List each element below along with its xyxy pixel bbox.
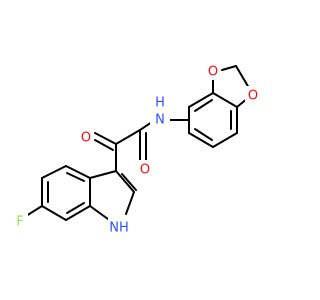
bond-inner xyxy=(194,128,213,141)
fluorine-label: F xyxy=(16,215,23,230)
bond xyxy=(121,173,137,191)
indole-nh-label: NH xyxy=(109,221,129,236)
bond xyxy=(65,205,91,221)
bond xyxy=(115,170,135,193)
bond-inner xyxy=(66,202,85,214)
bond xyxy=(41,165,67,179)
background xyxy=(0,0,300,300)
amide-o-label: O xyxy=(140,163,150,178)
bond xyxy=(188,92,214,108)
bond xyxy=(235,65,250,89)
bond xyxy=(212,132,238,148)
bond xyxy=(221,65,237,71)
atom-labels: N H O O O O F NH xyxy=(12,62,261,236)
dioxole-o-right-label: O xyxy=(248,89,258,104)
bond xyxy=(65,165,91,179)
bonds xyxy=(25,65,250,223)
amide-n-label: N xyxy=(155,113,165,128)
bond-inner xyxy=(66,172,85,182)
ketone-o-label: O xyxy=(81,131,91,146)
dioxole-o-top-label: O xyxy=(208,65,218,80)
bond xyxy=(94,139,114,151)
bond xyxy=(212,92,238,108)
bond xyxy=(188,132,214,148)
bond xyxy=(25,205,43,217)
bond xyxy=(94,132,117,145)
bond xyxy=(41,205,67,221)
bond-inner xyxy=(194,99,213,112)
molecule-structure: N H O O O O F NH xyxy=(0,0,300,300)
bond xyxy=(89,170,117,179)
bond xyxy=(115,129,141,145)
amide-h-label: H xyxy=(155,96,165,111)
bond xyxy=(125,191,135,215)
